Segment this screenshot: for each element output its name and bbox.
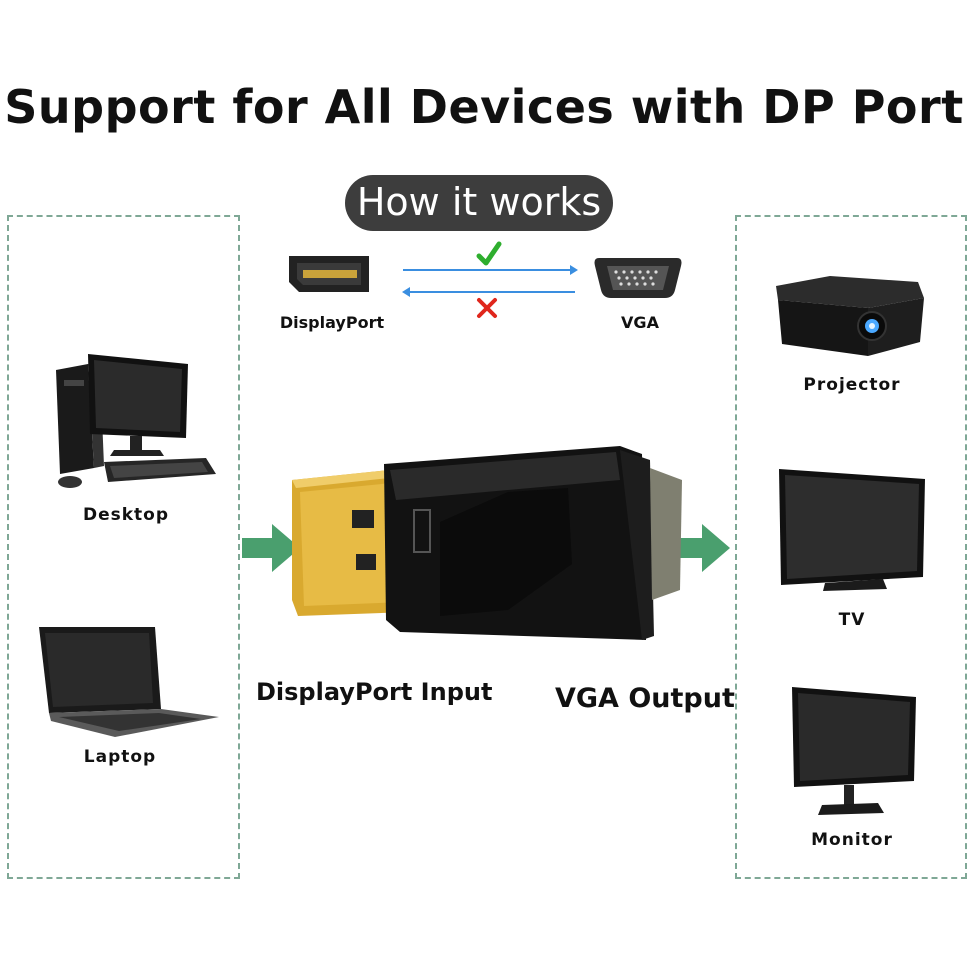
monitor-icon (792, 687, 916, 815)
displayport-plug (292, 468, 410, 616)
device-label-projector: Projector (803, 375, 901, 395)
device-label-tv: TV (838, 610, 866, 630)
device-label-desktop: Desktop (82, 505, 170, 525)
input-label: DisplayPort Input (256, 678, 493, 706)
input-arrow-icon (242, 524, 300, 572)
how-it-works-badge: How it works (345, 175, 613, 231)
direction-diagram (289, 241, 682, 318)
adapter-product-image (292, 446, 682, 640)
adapter-body (384, 446, 682, 640)
projector-icon (776, 276, 924, 356)
laptop-icon (39, 627, 219, 737)
device-label-laptop: Laptop (83, 747, 157, 767)
output-arrow-icon (672, 524, 730, 572)
input-devices-panel (7, 215, 240, 879)
tv-icon (779, 469, 925, 591)
cross-icon (477, 298, 497, 318)
page-title: Support for All Devices with DP Port (4, 80, 964, 134)
check-icon (476, 241, 502, 266)
vga-label: VGA (621, 313, 659, 332)
forward-arrow (403, 265, 578, 275)
device-label-monitor: Monitor (811, 830, 893, 850)
displayport-label: DisplayPort (279, 313, 385, 332)
displayport-connector-icon (289, 256, 369, 292)
output-devices-panel (735, 215, 967, 879)
reverse-arrow (402, 287, 575, 297)
vga-connector-icon (594, 258, 682, 298)
output-label: VGA Output (555, 683, 735, 714)
desktop-computer-icon (56, 354, 216, 488)
